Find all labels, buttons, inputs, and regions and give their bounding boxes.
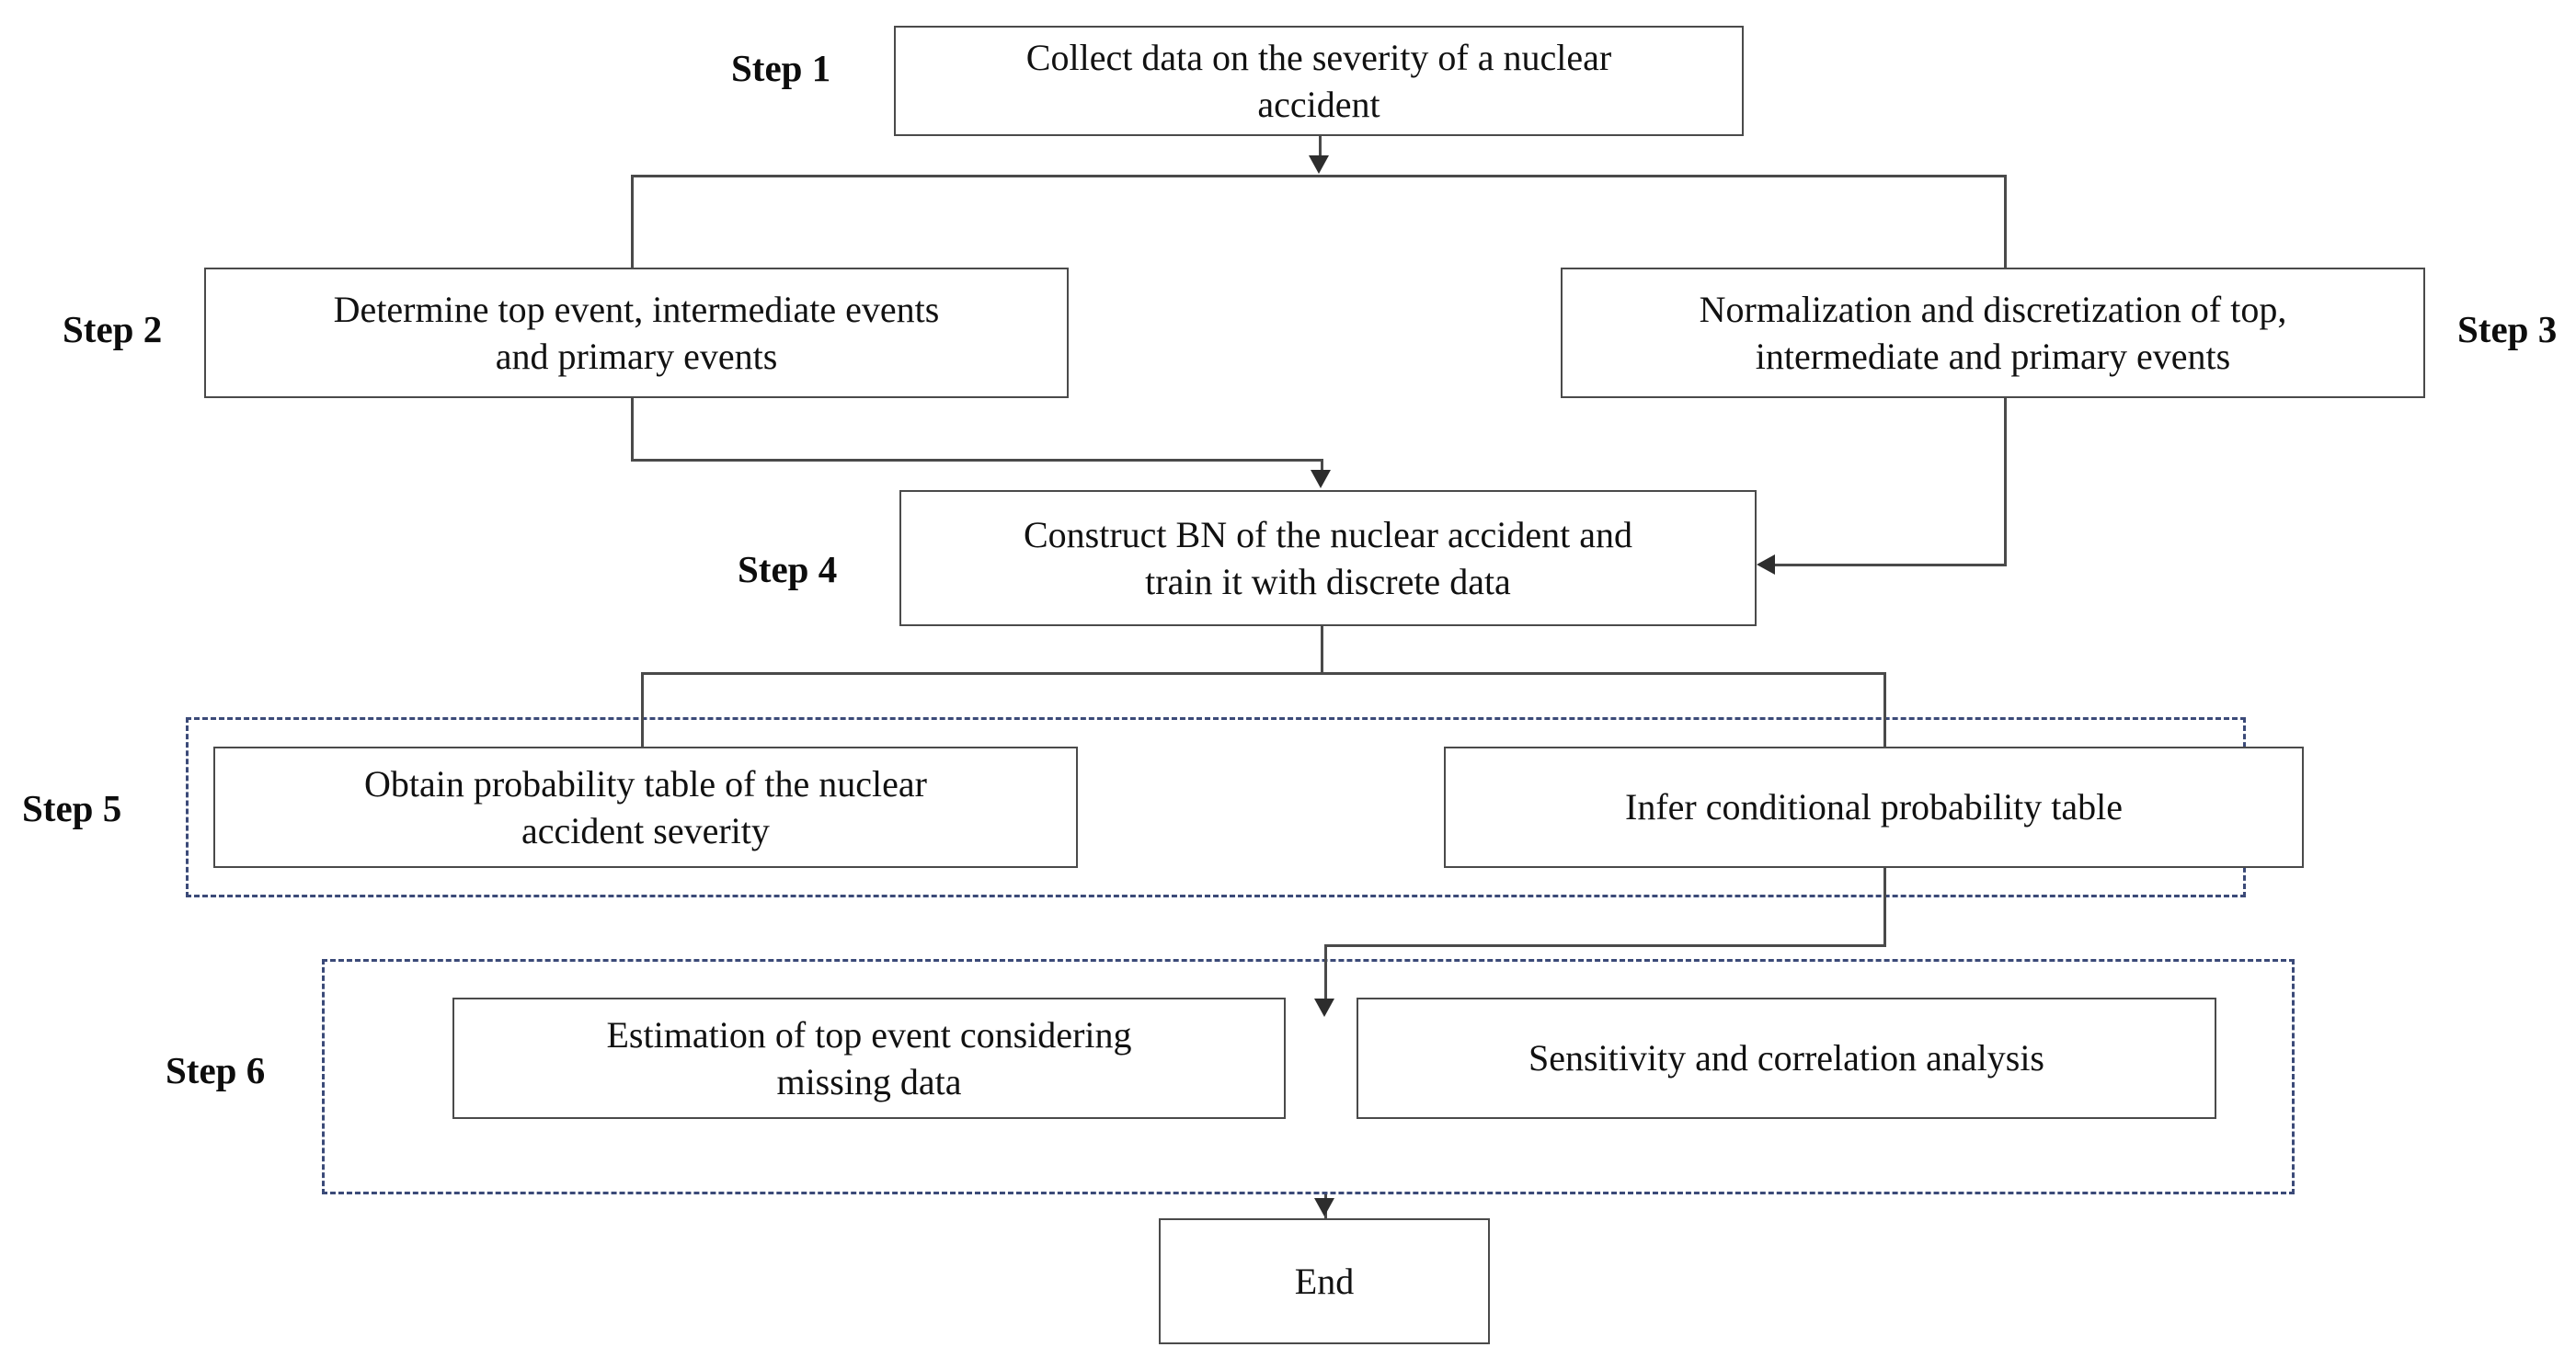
node-obtain-probability-table[interactable]: Obtain probability table of the nuclear …	[213, 747, 1078, 868]
node-construct-bn[interactable]: Construct BN of the nuclear accident and…	[899, 490, 1757, 626]
node-end-text: End	[1294, 1260, 1355, 1302]
step-label-1: Step 1	[731, 47, 831, 89]
step-label-3: Step 3	[2457, 308, 2558, 350]
node-end[interactable]: End	[1159, 1218, 1490, 1344]
group-step6	[322, 959, 2295, 1194]
arrowhead-into-step6	[1314, 999, 1334, 1017]
connector-split-right-down	[2004, 175, 2007, 268]
step-label-6: Step 6	[166, 1049, 266, 1091]
connector-step5-out-down2	[1324, 944, 1327, 1001]
step-label-5: Step 5	[22, 787, 122, 829]
connector-step1-down	[1319, 136, 1322, 157]
step-label-2: Step 2	[63, 308, 163, 350]
step-label-4: Step 4	[738, 548, 838, 590]
arrowhead-into-end	[1314, 1198, 1334, 1216]
node-estimation-missing-data-text: Estimation of top event considering miss…	[606, 1013, 1132, 1102]
node-construct-bn-text: Construct BN of the nuclear accident and…	[1024, 513, 1632, 602]
connector-step5-left-down	[641, 672, 644, 753]
node-normalization-text: Normalization and discretization of top,…	[1699, 288, 2287, 377]
connector-step4-down	[1321, 626, 1323, 674]
connector-split-left-down	[631, 175, 634, 268]
connector-step5-out-down	[1883, 868, 1886, 946]
node-sensitivity-analysis[interactable]: Sensitivity and correlation analysis	[1357, 998, 2216, 1119]
connector-into-step4	[1321, 459, 1323, 471]
node-determine-events-text: Determine top event, intermediate events…	[333, 288, 940, 377]
node-infer-cpt[interactable]: Infer conditional probability table	[1444, 747, 2304, 868]
node-estimation-missing-data[interactable]: Estimation of top event considering miss…	[452, 998, 1286, 1119]
connector-step2-down	[631, 398, 634, 460]
connector-step5-out-left	[1324, 944, 1886, 947]
node-obtain-probability-table-text: Obtain probability table of the nuclear …	[363, 762, 927, 851]
arrowhead-step3-to-step4	[1757, 554, 1775, 575]
node-normalization[interactable]: Normalization and discretization of top,…	[1561, 268, 2425, 398]
arrowhead-step1-to-bar	[1309, 155, 1329, 174]
connector-split-bar-top	[631, 175, 2007, 177]
node-sensitivity-analysis-text: Sensitivity and correlation analysis	[1528, 1037, 2044, 1079]
connector-step3-down	[2004, 398, 2007, 565]
node-determine-events[interactable]: Determine top event, intermediate events…	[204, 268, 1069, 398]
connector-step5-split-bar	[641, 672, 1885, 675]
node-collect-data-text: Collect data on the severity of a nuclea…	[1025, 36, 1612, 125]
node-infer-cpt-text: Infer conditional probability table	[1625, 786, 2123, 828]
node-collect-data[interactable]: Collect data on the severity of a nuclea…	[894, 26, 1744, 136]
connector-step2-right	[631, 459, 1321, 462]
connector-step3-left	[1775, 564, 2007, 566]
arrowhead-into-step4	[1311, 470, 1331, 488]
connector-step5-right-down	[1883, 672, 1886, 753]
